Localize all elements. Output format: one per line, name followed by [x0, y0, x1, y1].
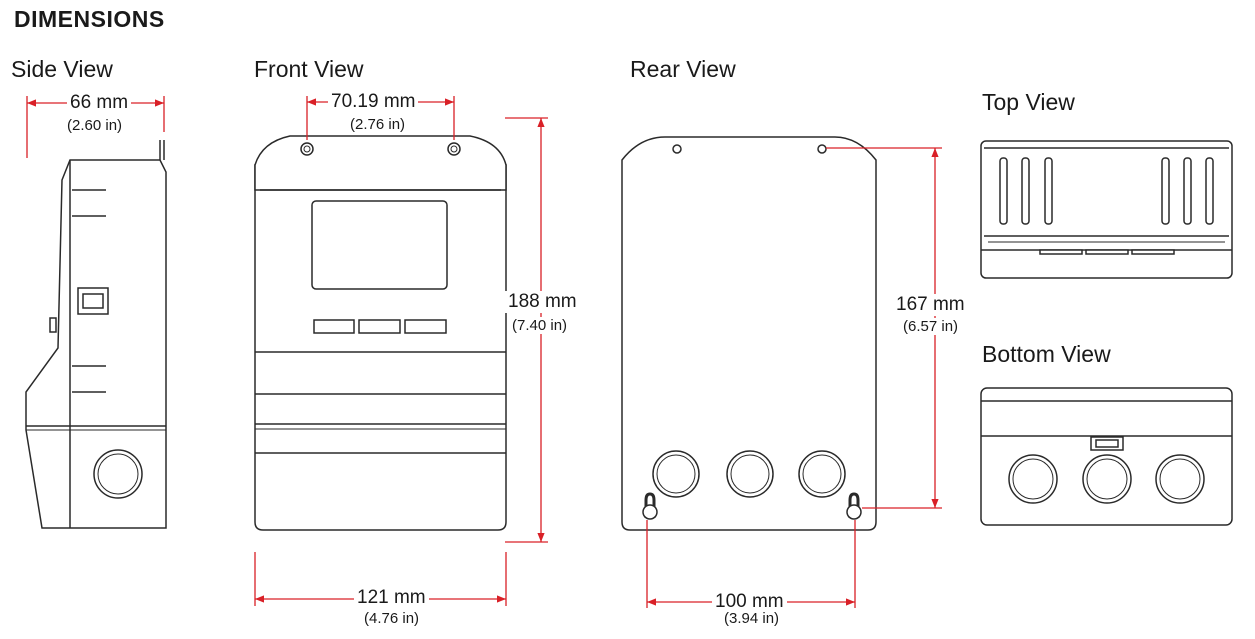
rear-mount-width-metric: 100 mm [712, 591, 787, 613]
front-mount-spacing-imperial: (2.76 in) [347, 116, 409, 133]
page-heading: DIMENSIONS [14, 6, 165, 32]
side-view-drawing [25, 140, 167, 529]
side-view-title: Side View [11, 56, 113, 82]
front-width-metric: 121 mm [354, 587, 429, 609]
bottom-view-drawing [980, 387, 1233, 526]
side-depth-metric: 66 mm [67, 92, 132, 114]
rear-view-title: Rear View [630, 56, 736, 82]
bottom-view-title: Bottom View [982, 341, 1111, 367]
top-view-title: Top View [982, 89, 1075, 115]
side-depth-imperial: (2.60 in) [64, 117, 126, 134]
rear-view-drawing [621, 136, 877, 531]
rear-mount-height-imperial: (6.57 in) [900, 318, 962, 335]
top-view-drawing [980, 140, 1233, 279]
front-view-drawing [254, 135, 507, 531]
front-view-title: Front View [254, 56, 364, 82]
front-height-imperial: (7.40 in) [509, 317, 571, 334]
front-mount-spacing-metric: 70.19 mm [328, 91, 419, 113]
front-height-metric: 188 mm [505, 291, 580, 313]
rear-mount-width-imperial: (3.94 in) [721, 610, 783, 627]
front-width-imperial: (4.76 in) [361, 610, 423, 627]
rear-mount-height-metric: 167 mm [893, 294, 968, 316]
